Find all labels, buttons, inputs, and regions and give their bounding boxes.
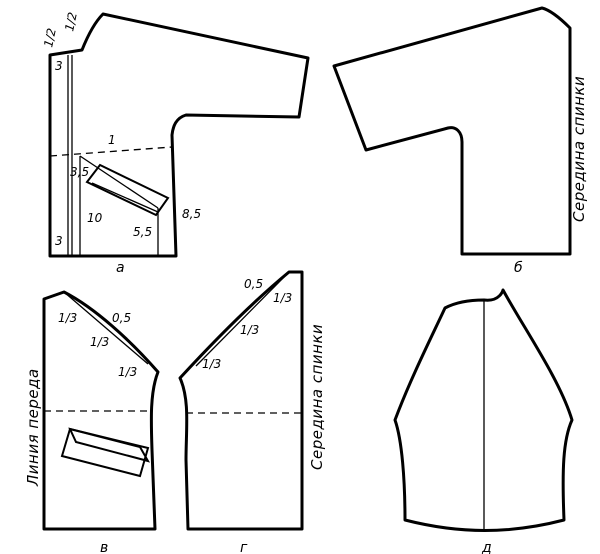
label-a-eight-five: 8,5 xyxy=(182,207,201,221)
panel-d-outline xyxy=(393,288,574,532)
panel-g-outline xyxy=(178,270,304,531)
panel-g-armhole-guide xyxy=(195,271,290,367)
caption-d: д xyxy=(481,540,492,554)
label-g-back-center: Середина спинки xyxy=(308,324,326,470)
label-a-one: 1 xyxy=(108,133,116,147)
panel-a-pocket-inner xyxy=(91,182,159,213)
panel-v: 1/3 0,5 1/3 1/3 Линия переда в xyxy=(24,290,160,554)
label-a-three-top: 3 xyxy=(55,59,63,73)
panel-g: 0,5 1/3 1/3 1/3 Середина спинки г xyxy=(178,270,326,554)
label-v-half: 0,5 xyxy=(112,311,131,325)
caption-v: в xyxy=(100,540,108,554)
label-a-half-left: 1/2 xyxy=(41,27,59,49)
label-a-half-right: 1/2 xyxy=(62,11,80,33)
label-g-third-top: 1/3 xyxy=(273,291,292,305)
label-g-half: 0,5 xyxy=(244,277,263,291)
panel-a-pocket xyxy=(85,163,170,217)
label-a-ten: 10 xyxy=(87,211,103,225)
label-b-back-center: Середина спинки xyxy=(570,76,588,222)
panel-v-pocket-rect xyxy=(60,427,150,478)
caption-a: а xyxy=(116,260,125,276)
label-a-three-bottom: 3 xyxy=(55,234,63,248)
label-g-third-mid: 1/3 xyxy=(240,323,259,337)
caption-b: б xyxy=(514,260,523,276)
label-v-third-low: 1/3 xyxy=(118,365,137,379)
label-a-three-five: 3,5 xyxy=(70,165,89,179)
panel-b-outline xyxy=(332,6,572,256)
label-g-third-low: 1/3 xyxy=(202,357,221,371)
label-v-third-mid: 1/3 xyxy=(90,335,109,349)
panel-b: Середина спинки б xyxy=(332,6,588,276)
label-v-third-top: 1/3 xyxy=(58,311,77,325)
caption-g: г xyxy=(240,540,248,554)
panel-a: 1/2 1/2 3 3 1 3,5 10 5,5 8,5 а xyxy=(41,11,310,276)
panel-a-outline xyxy=(48,12,310,258)
panel-d: д xyxy=(393,288,574,554)
label-a-five-five: 5,5 xyxy=(133,225,152,239)
panel-a-bust-line xyxy=(49,146,173,157)
panel-v-outline xyxy=(42,290,160,531)
panel-a-guide-3 xyxy=(79,155,159,209)
panel-v-armhole-guide xyxy=(63,291,149,365)
label-v-front-line: Линия переда xyxy=(24,368,42,487)
